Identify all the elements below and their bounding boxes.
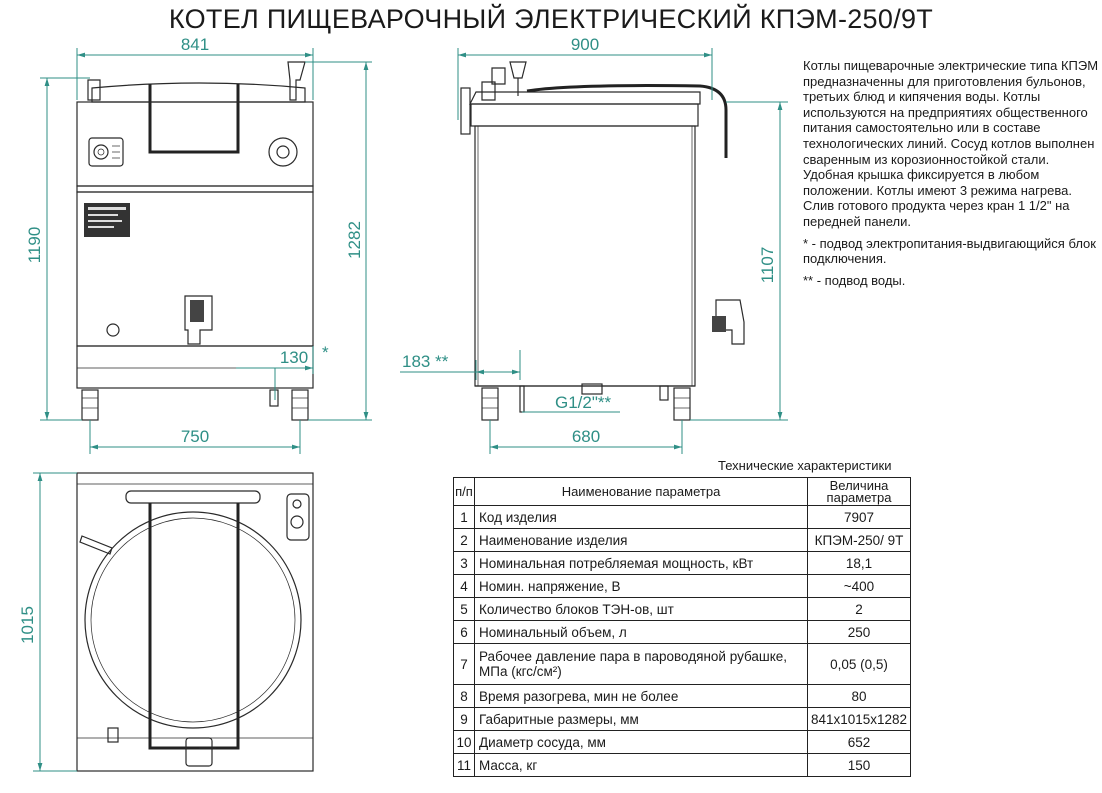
row-parameter: Номинальная потребляемая мощность, кВт [474,551,808,575]
row-number: 1 [453,505,475,529]
row-number: 4 [453,574,475,598]
front-view [76,61,314,421]
dim-side-base: 680 [572,427,600,446]
row-parameter: Наименование изделия [474,528,808,552]
row-value: ~400 [807,574,911,598]
dim-front-offset-mark: * [322,343,329,362]
specs-table: п/п Наименование параметра Величина пара… [453,477,911,777]
table-row: 3 Номинальная потребляемая мощность, кВт… [453,551,911,575]
row-number: 2 [453,528,475,552]
dim-side-offset: 183 ** [402,352,449,371]
header-value: Величина параметра [807,477,911,506]
table-header-row: п/п Наименование параметра Величина пара… [453,477,911,506]
front-dimensions: 841 1190 1282 130 * 750 [25,35,372,454]
row-parameter: Масса, кг [474,753,808,777]
dim-front-width: 841 [181,35,209,54]
table-row: 11 Масса, кг 150 [453,753,911,777]
dim-front-height: 1190 [25,227,44,264]
row-parameter: Диаметр сосуда, мм [474,730,808,754]
row-parameter: Номин. напряжение, В [474,574,808,598]
side-dimensions: 900 1107 183 ** G1/2"** 680 [400,35,788,454]
row-parameter: Код изделия [474,505,808,529]
row-number: 11 [453,753,475,777]
table-row: 10 Диаметр сосуда, мм 652 [453,730,911,754]
header-number: п/п [453,477,475,506]
dim-front-offset: 130 [280,348,308,367]
dim-front-base: 750 [181,427,209,446]
top-dimensions: 1015 [18,472,77,772]
table-row: 6 Номинальный объем, л 250 [453,620,911,644]
table-row: 4 Номин. напряжение, В ~400 [453,574,911,598]
row-number: 9 [453,707,475,731]
table-row: 9 Габаритные размеры, мм 841x1015x1282 [453,707,911,731]
row-value: 0,05 (0,5) [807,643,911,685]
row-value: 80 [807,684,911,708]
top-view [76,472,314,772]
header-parameter: Наименование параметра [474,477,808,506]
description-main: Котлы пищеварочные электрические типа КП… [803,58,1099,229]
table-row: 1 Код изделия 7907 [453,505,911,529]
row-value: 652 [807,730,911,754]
row-number: 8 [453,684,475,708]
table-row: 2 Наименование изделия КПЭМ-250/ 9Т [453,528,911,552]
dim-side-height: 1107 [758,247,777,284]
description: Котлы пищеварочные электрические типа КП… [803,58,1099,294]
row-value: 250 [807,620,911,644]
description-note-electric: * - подвод электропитания-выдвигающийся … [803,235,1096,267]
table-row: 5 Количество блоков ТЭН-ов, шт 2 [453,597,911,621]
row-parameter: Рабочее давление пара в пароводяной руба… [474,643,808,685]
row-number: 3 [453,551,475,575]
row-number: 10 [453,730,475,754]
row-number: 7 [453,643,475,685]
description-note-water: ** - подвод воды. [803,272,906,288]
row-value: 7907 [807,505,911,529]
dim-top-depth: 1015 [18,606,37,644]
row-parameter: Габаритные размеры, мм [474,707,808,731]
row-parameter: Количество блоков ТЭН-ов, шт [474,597,808,621]
row-number: 5 [453,597,475,621]
row-value: 18,1 [807,551,911,575]
page-title: КОТЕЛ ПИЩЕВАРОЧНЫЙ ЭЛЕКТРИЧЕСКИЙ КПЭМ-25… [168,4,934,34]
row-value: 2 [807,597,911,621]
row-parameter: Номинальный объем, л [474,620,808,644]
dim-side-width: 900 [571,35,599,54]
row-value: 841x1015x1282 [807,707,911,731]
row-parameter: Время разогрева, мин не более [474,684,808,708]
dim-front-body-height: 1282 [345,221,364,259]
dim-side-pipe: G1/2"** [555,393,612,412]
table-row: 7 Рабочее давление пара в пароводяной ру… [453,643,911,685]
side-view [460,61,745,421]
table-row: 8 Время разогрева, мин не более 80 [453,684,911,708]
specs-caption: Технические характеристики [718,458,892,473]
row-value: КПЭМ-250/ 9Т [807,528,911,552]
row-value: 150 [807,753,911,777]
row-number: 6 [453,620,475,644]
